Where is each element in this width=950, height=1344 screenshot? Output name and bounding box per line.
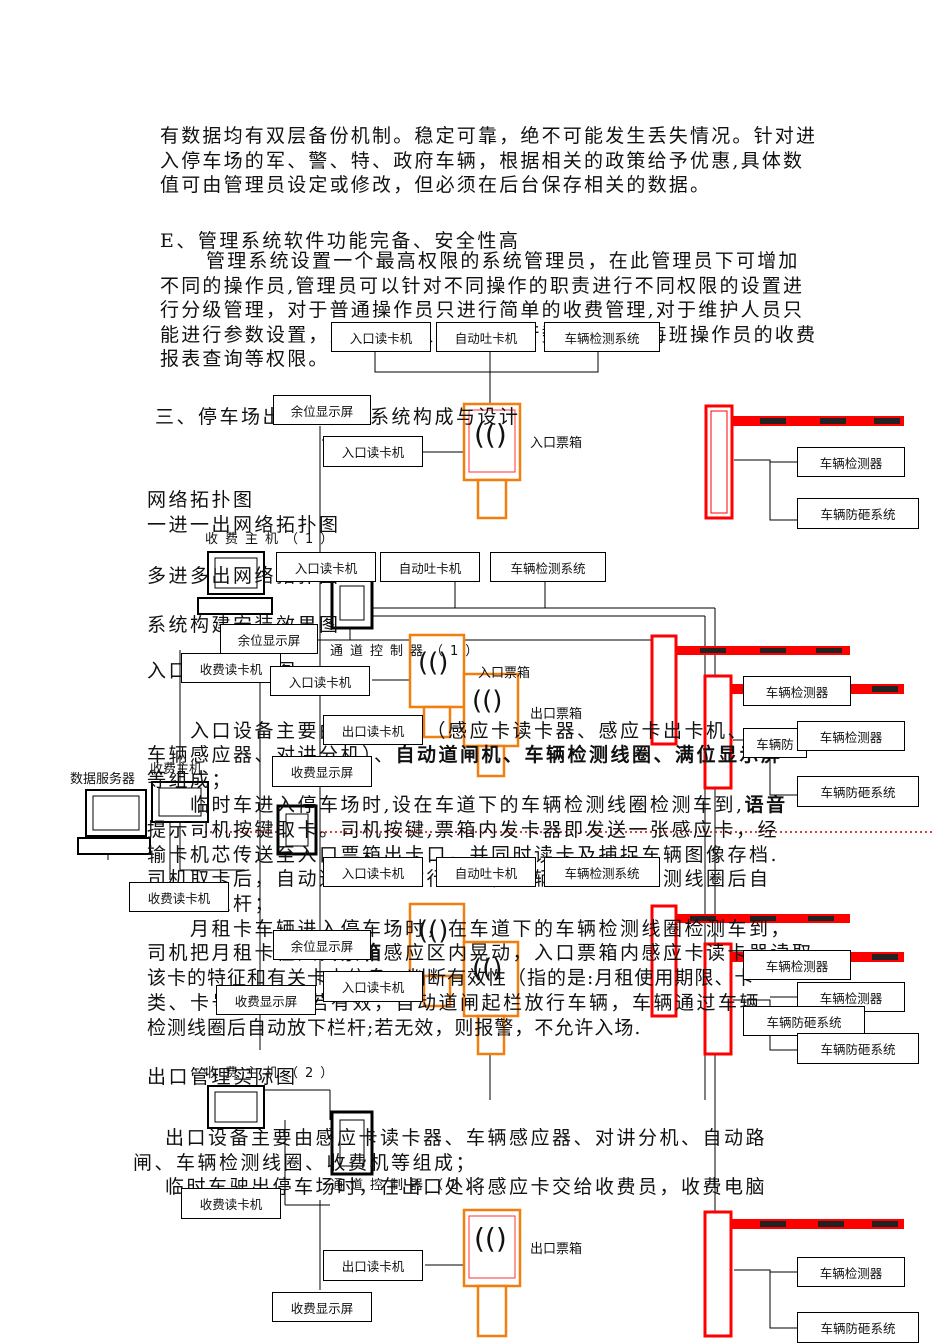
exit-desc-2: 闸、车辆检测线圈、收费机等组成； — [133, 1152, 478, 1174]
anti-smash-system-box: 车辆防砸系统 — [743, 1006, 865, 1036]
entry-card-reader-box: 入口读卡机 — [331, 322, 431, 352]
entry-card-reader-box: 入口读卡机 — [270, 666, 370, 696]
heading-e: E、管理系统软件功能完备、安全性高 — [160, 230, 521, 252]
space-display-box: 余位显示屏 — [220, 624, 318, 654]
ticket-box-entry-3 — [408, 902, 466, 1008]
space-display-box: 余位显示屏 — [273, 930, 371, 960]
vehicle-detector-box: 车辆检测器 — [743, 676, 851, 706]
vehicle-detector-box: 车辆检测器 — [797, 1257, 905, 1287]
temp-desc-1: 临时车进入停车场时,设在车道下的车辆检测线圈检测车到,语音 — [190, 794, 788, 816]
exit-desc-3: 临时车驶出停车场时，在出口处将感应卡交给收费员，收费电脑 — [165, 1176, 768, 1198]
fee-display-box: 收费显示屏 — [216, 985, 316, 1015]
exit-ticket-box-label: 出口票箱 — [530, 707, 583, 722]
wheel-icon: (() — [418, 648, 449, 678]
vehicle-detection-system-box: 车辆检测系统 — [490, 552, 606, 582]
channel-controller-1-label: 通道控制器（1） — [330, 644, 486, 659]
barrier-gate-2 — [650, 634, 850, 746]
ticket-box-entry-2 — [408, 633, 466, 739]
exit-card-reader-box: 出口读卡机 — [323, 1250, 423, 1281]
vehicle-detector-box: 车辆检测器 — [797, 721, 905, 751]
vehicle-detector-box: 车辆检测器 — [743, 950, 851, 980]
channel-controller-1 — [330, 576, 374, 630]
anti-smash-system-box: 车辆防砸系统 — [797, 1312, 919, 1343]
ticket-box-exit-bottom — [462, 1208, 522, 1338]
fee-card-reader-box: 收费读卡机 — [129, 882, 229, 912]
entry-card-reader-box: 入口读卡机 — [276, 552, 376, 582]
paragraph-admin: 管理系统设置一个最高权限的系统管理员，在此管理员下可增加不同的操作员,管理员可以… — [160, 250, 818, 370]
title-topology-single: 一进一出网络拓扑图 — [147, 514, 341, 536]
monthly-desc-3: 该卡的特征和有关卡内信息，判断有效性（指的是:月租使用期限、卡 — [147, 967, 755, 989]
wheel-icon: (() — [418, 916, 449, 946]
entry-ticket-box-label: 入口票箱 — [478, 666, 531, 681]
computer-host-1 — [197, 551, 273, 615]
wheel-icon: (() — [474, 1222, 507, 1255]
fee-host-1-label: 收费主机（1） — [205, 532, 341, 547]
auto-card-dispenser-box: 自动吐卡机 — [436, 322, 536, 352]
exit-desc-1: 出口设备主要由感应卡读卡器、车辆感应器、对讲分机、自动路 — [165, 1127, 768, 1149]
ticket-box-entry-top — [462, 402, 522, 520]
channel-controller-mid — [276, 804, 318, 856]
ticket-box-exit-3 — [462, 940, 520, 1056]
space-display-box: 余位显示屏 — [273, 395, 371, 425]
entry-desc-2: 车辆感应器、对讲分机）、自动道闸机、车辆检测线圈、满位显示屏 — [147, 744, 780, 766]
vehicle-detector-box: 车辆检测器 — [797, 447, 905, 477]
barrier-gate-6 — [703, 1210, 904, 1338]
channel-controller-2 — [330, 1110, 374, 1176]
barrier-gate-1 — [704, 404, 904, 520]
data-server-label: 数据服务器 — [70, 772, 136, 787]
entry-desc-1: 入口设备主要由入口票箱（感应卡读卡器、感应卡出卡机、 — [190, 720, 750, 742]
auto-card-dispenser-box: 自动吐卡机 — [380, 552, 480, 582]
auto-card-dispenser-box: 自动吐卡机 — [436, 857, 536, 887]
entry-card-reader-box: 入口读卡机 — [323, 857, 423, 887]
fee-card-reader-box: 收费读卡机 — [181, 1188, 281, 1219]
wheel-icon: (() — [472, 686, 503, 716]
channel-controller-2-label: 通道控制器（2） — [330, 1178, 486, 1193]
vehicle-detection-system-box: 车辆检测系统 — [544, 857, 660, 887]
entry-card-reader-box: 入口读卡机 — [323, 436, 423, 467]
fee-host-2-label: 收费主机（2） — [205, 1066, 341, 1081]
computer-data-server — [77, 789, 151, 855]
fee-card-reader-box: 收费读卡机 — [181, 653, 281, 683]
anti-smash-system-box: 车辆防砸系统 — [797, 1033, 919, 1064]
title-topology: 网络拓扑图 — [147, 489, 255, 511]
anti-smash-system-box: 车辆防砸系统 — [797, 776, 919, 807]
paragraph-backup: 有数据均有双层备份机制。稳定可靠，绝不可能发生丢失情况。针对进入停车场的军、警、… — [160, 125, 818, 196]
exit-card-reader-box: 出口读卡机 — [323, 715, 423, 745]
monthly-desc-5: 检测线圈后自动放下栏杆;若无效，则报警，不允许入场. — [147, 1017, 642, 1039]
entry-card-reader-box: 入口读卡机 — [323, 971, 423, 1002]
exit-ticket-box-label: 出口票箱 — [530, 1242, 583, 1257]
computer-host-2 — [207, 1085, 265, 1129]
ticket-box-exit-2 — [462, 672, 520, 778]
anti-smash-system-box: 车辆防砸系统 — [797, 498, 919, 529]
anti-smash-system-box: 车辆防 — [743, 728, 807, 758]
barrier-gate-4 — [650, 904, 850, 1018]
vehicle-detection-system-box: 车辆检测系统 — [544, 322, 660, 352]
title-exit-figure: 出口管理实际图 — [147, 1066, 298, 1088]
wheel-icon: (() — [472, 954, 503, 984]
fee-display-box: 收费显示屏 — [272, 756, 372, 787]
entry-desc-3: 等组成； — [147, 769, 234, 791]
computer-host-mid — [151, 781, 209, 823]
wheel-icon: (() — [474, 418, 507, 451]
fee-host-label: 收费主机 — [150, 762, 203, 777]
fee-display-box: 收费显示屏 — [272, 1292, 372, 1322]
entry-ticket-box-label: 入口票箱 — [530, 436, 583, 451]
temp-desc-2: 提示司机按键取卡。司机按键,票箱内发卡器即发送一张感应卡，经 — [147, 819, 780, 841]
